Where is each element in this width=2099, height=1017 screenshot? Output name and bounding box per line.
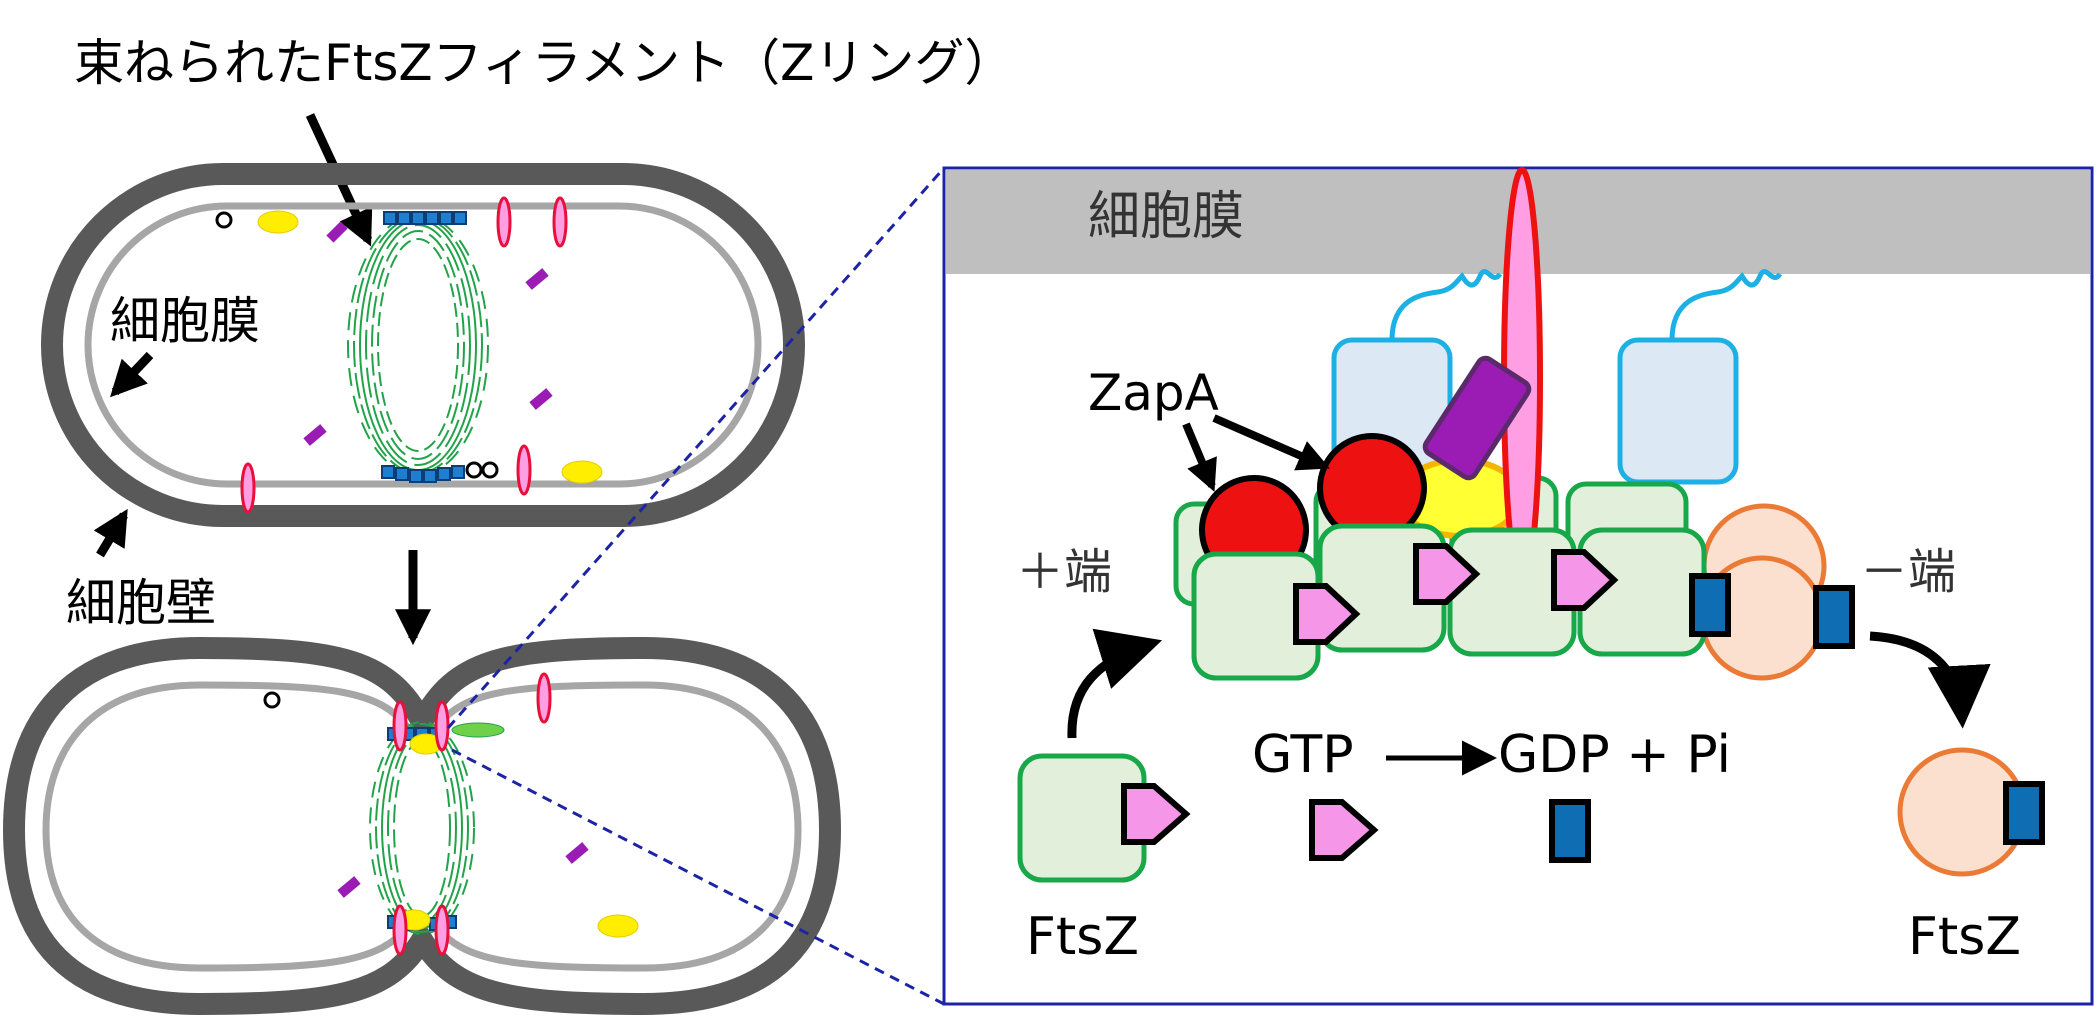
top-purple-proteins (303, 221, 553, 446)
purple-protein (1422, 355, 1532, 481)
top-small-circles (215, 211, 499, 479)
gdp-pi-label: GDP + Pi (1498, 725, 1731, 785)
zapa-arrow-right (1212, 414, 1330, 471)
zoom-line-bottom (451, 748, 945, 1006)
top-yellow-proteins (257, 210, 603, 484)
cell-wall-label: 細胞壁 (66, 574, 216, 632)
polymerize-arrow (1067, 628, 1163, 739)
gtp-on-filament (1293, 543, 1619, 645)
top-cell (41, 163, 805, 527)
zoom-line-top (446, 167, 946, 729)
zring-title: 束ねられたFtsZフィラメント（Zリング） (74, 34, 1014, 92)
ftsz-label-right: FtsZ (1908, 907, 2021, 967)
zapa-label: ZapA (1088, 364, 1219, 422)
top-cell-membrane (84, 202, 762, 488)
dividing-cell-wall (2, 636, 842, 1016)
dividing-membrane-proteins (392, 672, 552, 956)
top-membrane-proteins (240, 196, 568, 514)
dividing-purple (337, 842, 589, 898)
top-zring (347, 214, 489, 476)
gtp-symbol (1309, 799, 1379, 861)
free-ftsz-gtp-pentagon (1121, 783, 1191, 845)
top-ring-anchors-upper (383, 211, 467, 225)
top-cell-wall (41, 163, 805, 527)
gtp-label: GTP (1252, 725, 1354, 785)
dividing-cell (2, 636, 842, 1016)
ftsz-label-left: FtsZ (1026, 907, 1139, 967)
membrane-pointer-arrow (110, 351, 154, 398)
top-ring-anchors-lower (381, 465, 465, 483)
zoom-membrane-label: 細胞膜 (1088, 187, 1244, 247)
gdp-on-filament (1689, 573, 1855, 649)
ftsz-depolymerizing (1699, 503, 1827, 681)
minus-end-label: －端 (1860, 544, 1956, 600)
dividing-green-protein (451, 722, 505, 738)
dividing-small-circle (263, 691, 281, 709)
zapa-arrow-left (1182, 422, 1217, 492)
plus-end-label: ＋端 (1016, 544, 1112, 600)
cell-membrane-label: 細胞膜 (110, 292, 260, 350)
zoom-panel: 細胞膜 (942, 166, 2094, 1006)
gdp-symbol (1549, 799, 1591, 863)
depolymerize-arrow (1869, 631, 1991, 729)
zipa-right (1617, 268, 1783, 485)
free-ftsz-gdp-rect (2003, 781, 2045, 845)
cell-wall-pointer-arrow (93, 508, 128, 558)
